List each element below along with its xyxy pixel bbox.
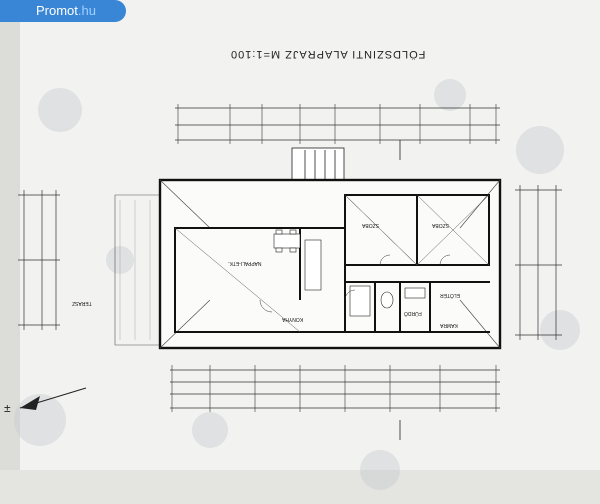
room-label-living: NAPPALI-ETK. xyxy=(228,260,262,266)
stair xyxy=(291,147,345,183)
room-label-hall: ELŐTÉR xyxy=(440,292,461,298)
svg-text:±: ± xyxy=(4,401,11,415)
room-label-bedroom-2: SZOBA xyxy=(432,222,449,228)
room-label-bedroom-1: SZOBA xyxy=(362,222,379,228)
dimension-lines-bottom xyxy=(170,365,500,412)
promot-watermark: Promot.hu xyxy=(0,0,126,22)
room-label-pantry: KAMRA xyxy=(440,322,458,328)
north-arrow: ± xyxy=(4,387,87,415)
room-label-bath: FÜRDŐ xyxy=(404,310,422,316)
dimension-lines-left xyxy=(18,190,60,330)
door-swings xyxy=(259,254,451,313)
plan-title: FÖLDSZINTI ALAPRAJZ M=1:100 xyxy=(230,48,426,60)
watermark-suffix: .hu xyxy=(77,3,96,18)
dimension-lines-top xyxy=(175,104,500,144)
dimension-lines-right xyxy=(515,185,562,340)
dining-table xyxy=(273,229,301,253)
watermark-brand: Promot xyxy=(36,3,78,18)
room-label-terrace: TERASZ xyxy=(72,300,92,306)
room-label-kitchen: KONYHA xyxy=(282,316,304,322)
kitchen-counter xyxy=(304,239,322,291)
bathroom-fixtures xyxy=(349,285,426,317)
